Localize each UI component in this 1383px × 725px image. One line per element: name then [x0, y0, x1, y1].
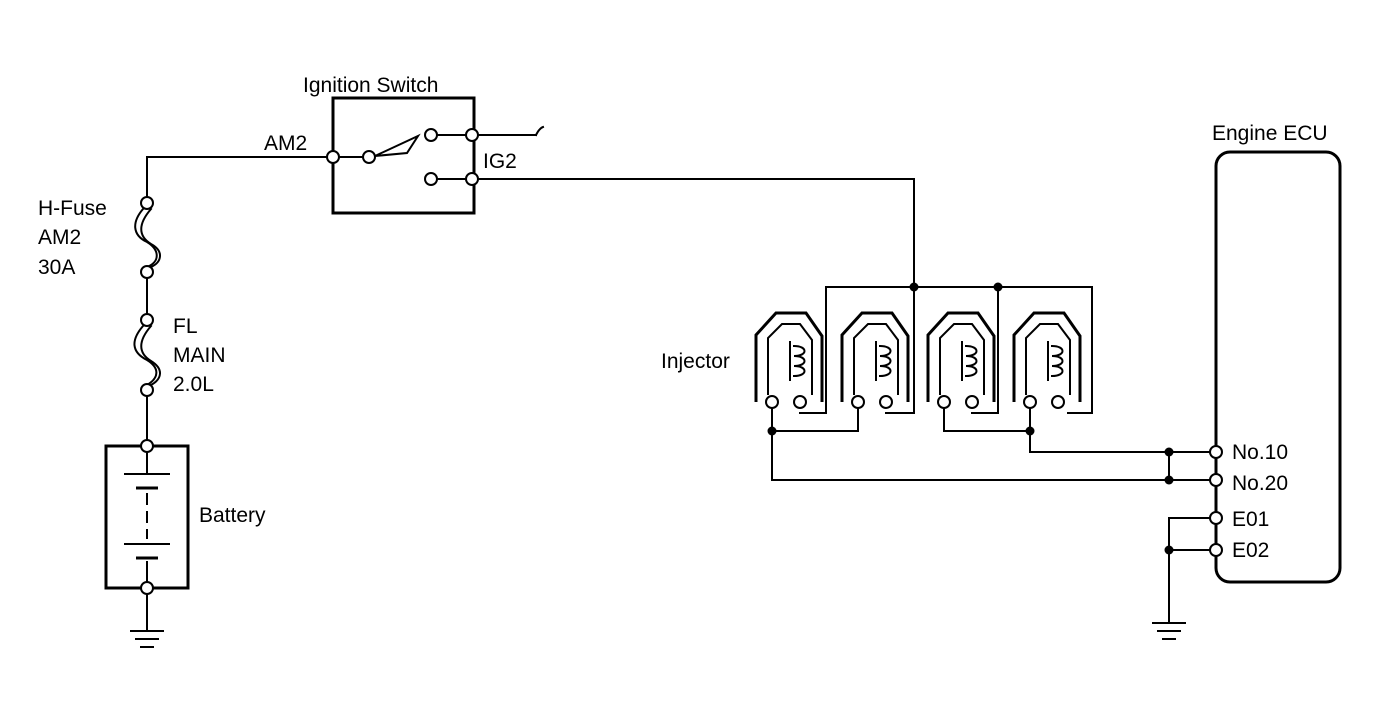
- injector-label: Injector: [661, 350, 730, 373]
- ecu-ground-wires: [1152, 517, 1211, 640]
- battery-label: Battery: [199, 504, 266, 527]
- hfuse-label-line2: AM2: [38, 226, 81, 249]
- battery-symbol: [104, 439, 190, 595]
- injector-2-symbol: [840, 311, 910, 409]
- injector-4-symbol: [1012, 311, 1082, 409]
- wire-injector-bus: [799, 286, 1093, 414]
- wire-am2: [146, 156, 334, 201]
- am2-terminal-label: AM2: [264, 132, 307, 155]
- h-fuse-symbol: [134, 196, 161, 279]
- engine-ecu-label: Engine ECU: [1212, 122, 1328, 145]
- ecu-terminal-no10: No.10: [1232, 441, 1288, 464]
- ecu-terminal-no20: No.20: [1232, 472, 1288, 495]
- ecu-terminal-e01: E01: [1232, 508, 1269, 531]
- injector-1-symbol: [754, 311, 824, 409]
- engine-ecu-symbol: [1209, 150, 1342, 584]
- ignition-switch-label: Ignition Switch: [303, 74, 438, 97]
- supply-circuit: [104, 156, 334, 648]
- battery-ground-symbol: [130, 593, 164, 648]
- hfuse-label-line1: H-Fuse: [38, 197, 107, 220]
- ecu-terminal-e02: E02: [1232, 539, 1269, 562]
- fl-label-line2: MAIN: [173, 344, 226, 367]
- ignition-switch-symbol: [326, 96, 545, 215]
- injector-3-symbol: [926, 311, 996, 409]
- wire-ig2-feed: [477, 178, 915, 288]
- ig2-terminal-label: IG2: [483, 150, 517, 173]
- hfuse-label-line3: 30A: [38, 256, 75, 279]
- fl-main-symbol: [133, 313, 161, 397]
- fl-label-line1: FL: [173, 315, 198, 338]
- injector-control-wires: [767, 407, 1211, 485]
- fl-label-line3: 2.0L: [173, 373, 214, 396]
